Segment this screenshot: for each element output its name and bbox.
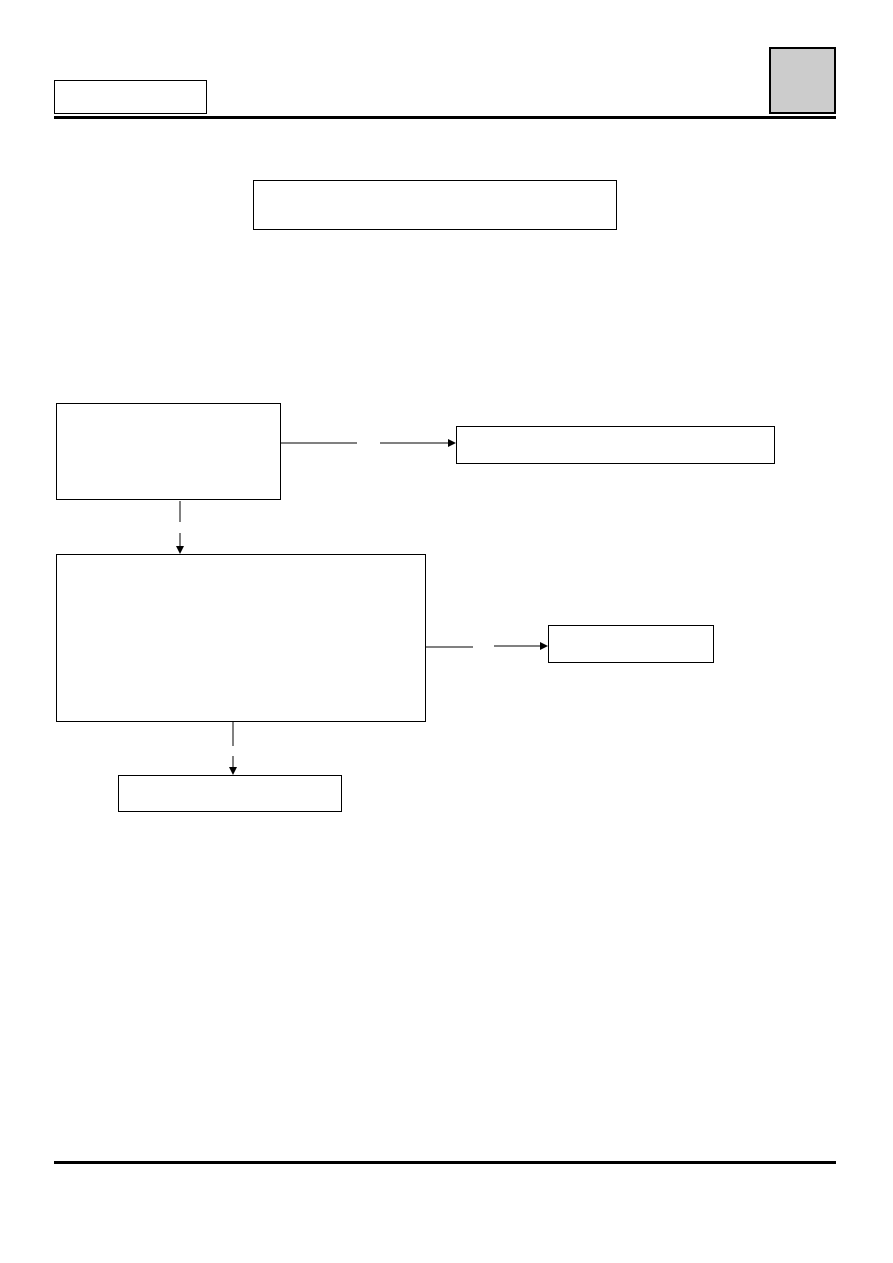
flow-node-start — [56, 403, 281, 500]
header-label-box — [54, 80, 207, 114]
footer-rule — [54, 1161, 836, 1164]
flow-node-right-middle — [548, 625, 714, 663]
flow-node-right-top — [456, 426, 775, 464]
diagram-title-box — [253, 180, 617, 230]
flow-node-middle — [56, 554, 426, 722]
chapter-tab — [769, 47, 836, 114]
header-rule — [54, 116, 836, 119]
flow-node-end — [118, 775, 342, 812]
